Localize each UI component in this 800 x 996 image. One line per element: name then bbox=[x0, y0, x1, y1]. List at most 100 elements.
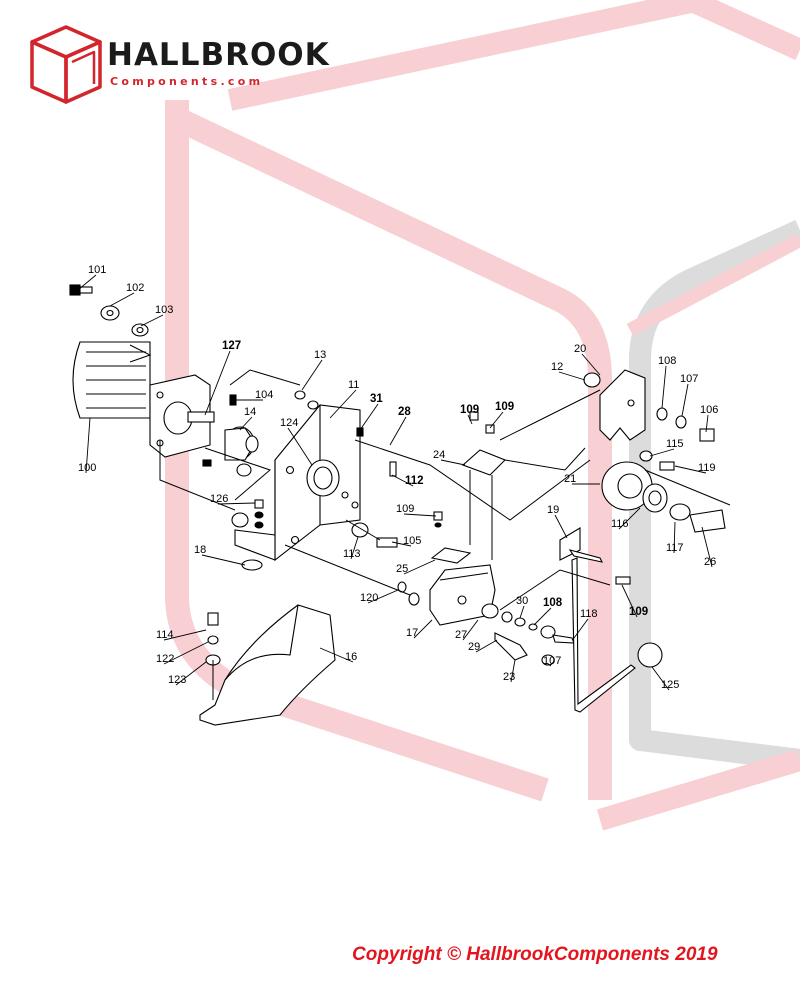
callout-leader bbox=[217, 502, 256, 505]
part-callout-100: 100 bbox=[78, 462, 96, 474]
callout-leader bbox=[558, 371, 586, 381]
part-callout-105: 105 bbox=[403, 535, 421, 547]
part-callout-102: 102 bbox=[126, 282, 144, 294]
part-callout-104: 104 bbox=[255, 389, 273, 401]
callout-leader bbox=[705, 414, 709, 433]
callout-leader bbox=[510, 659, 516, 683]
part-callout-26: 26 bbox=[704, 556, 716, 568]
callout-leader bbox=[621, 584, 638, 618]
part-callout-107: 107 bbox=[543, 655, 561, 667]
part-callout-127: 127 bbox=[222, 340, 241, 352]
callout-leader bbox=[85, 417, 91, 474]
callout-leader bbox=[109, 292, 135, 307]
callout-leader bbox=[163, 641, 209, 665]
watermark-red-top-right bbox=[685, 0, 800, 61]
part-callout-107: 107 bbox=[680, 373, 698, 385]
callout-leader bbox=[649, 448, 675, 457]
part-callout-12: 12 bbox=[551, 361, 563, 373]
leader-lines bbox=[77, 274, 713, 691]
part-callout-122: 122 bbox=[156, 653, 174, 665]
watermark-red-inner-edge bbox=[174, 109, 612, 800]
screw-114 bbox=[205, 612, 221, 666]
logo-cube-icon bbox=[30, 25, 102, 104]
callout-leader bbox=[359, 403, 379, 431]
callout-leader bbox=[475, 639, 498, 653]
callout-leader bbox=[350, 536, 359, 560]
callout-leader bbox=[661, 365, 667, 409]
brand-wordmark: HALLBROOK bbox=[107, 37, 330, 73]
callout-leader bbox=[319, 647, 354, 663]
part-callout-29: 29 bbox=[468, 641, 480, 653]
callout-leader bbox=[673, 521, 676, 554]
callout-leader bbox=[367, 589, 399, 604]
part-callout-18: 18 bbox=[194, 544, 206, 556]
part-callout-123: 123 bbox=[168, 674, 186, 686]
callout-leader bbox=[329, 389, 357, 419]
callout-leader bbox=[489, 411, 504, 429]
part-callout-125: 125 bbox=[661, 679, 679, 691]
callout-leader bbox=[581, 353, 601, 376]
lever-rod bbox=[559, 527, 663, 713]
callout-leader bbox=[681, 383, 689, 417]
part-callout-126: 126 bbox=[210, 493, 228, 505]
gearbox-housing bbox=[234, 404, 361, 562]
part-callout-113: 113 bbox=[343, 548, 361, 560]
part-callout-108: 108 bbox=[658, 355, 676, 367]
coupling-14 bbox=[224, 426, 259, 461]
small-parts bbox=[202, 390, 495, 606]
part-callout-115: 115 bbox=[666, 438, 684, 450]
watermark-red-top-edge bbox=[227, 0, 703, 111]
callout-leader bbox=[413, 619, 433, 639]
callout-layer: 1011021031271041410012618131112431281121… bbox=[78, 264, 718, 691]
part-callout-116: 116 bbox=[611, 518, 629, 530]
copyright-notice: Copyright © HallbrookComponents 2019 bbox=[352, 944, 718, 965]
part-callout-103: 103 bbox=[155, 304, 173, 316]
callout-leader bbox=[201, 554, 246, 566]
part-callout-17: 17 bbox=[406, 627, 418, 639]
callout-leader bbox=[239, 416, 253, 431]
callout-leader bbox=[391, 474, 414, 487]
callout-leader bbox=[389, 416, 407, 446]
part-callout-28: 28 bbox=[398, 406, 411, 418]
part-callout-13: 13 bbox=[314, 349, 326, 361]
callout-leader bbox=[204, 350, 231, 416]
part-callout-16: 16 bbox=[345, 651, 357, 663]
part-callout-23: 23 bbox=[503, 671, 515, 683]
part-callout-108: 108 bbox=[543, 597, 563, 609]
callout-leader bbox=[140, 314, 164, 327]
part-callout-19: 19 bbox=[547, 504, 559, 516]
callout-leader bbox=[618, 507, 641, 530]
part-callout-124: 124 bbox=[280, 417, 298, 429]
part-callout-114: 114 bbox=[156, 629, 174, 641]
part-callout-21: 21 bbox=[564, 473, 576, 485]
part-callout-14: 14 bbox=[244, 406, 256, 418]
callout-leader bbox=[533, 607, 552, 626]
screw-101 bbox=[69, 284, 93, 296]
callout-leader bbox=[651, 666, 670, 691]
part-callout-117: 117 bbox=[666, 542, 684, 554]
watermark-red-inner-right bbox=[626, 233, 800, 337]
part-callout-106: 106 bbox=[700, 404, 718, 416]
part-callout-109: 109 bbox=[396, 503, 414, 515]
callout-leader bbox=[547, 663, 552, 667]
motor-part bbox=[72, 341, 215, 458]
callout-leader bbox=[573, 618, 589, 639]
callout-leader bbox=[301, 359, 323, 391]
callout-leader bbox=[403, 559, 436, 575]
part-callout-20: 20 bbox=[574, 343, 586, 355]
part-callout-120: 120 bbox=[360, 592, 378, 604]
callout-leader bbox=[554, 514, 568, 539]
callout-leader bbox=[391, 541, 412, 547]
part-callout-112: 112 bbox=[405, 475, 424, 487]
watermark-red-bottom bbox=[596, 749, 800, 831]
part-callout-109: 109 bbox=[495, 401, 514, 413]
callout-leader bbox=[462, 619, 479, 641]
part-callout-31: 31 bbox=[370, 393, 383, 405]
callout-leader bbox=[403, 513, 437, 517]
chip-guard-16 bbox=[199, 604, 336, 726]
callout-leader bbox=[674, 465, 707, 474]
callout-leader bbox=[77, 274, 97, 291]
part-callout-25: 25 bbox=[396, 563, 408, 575]
